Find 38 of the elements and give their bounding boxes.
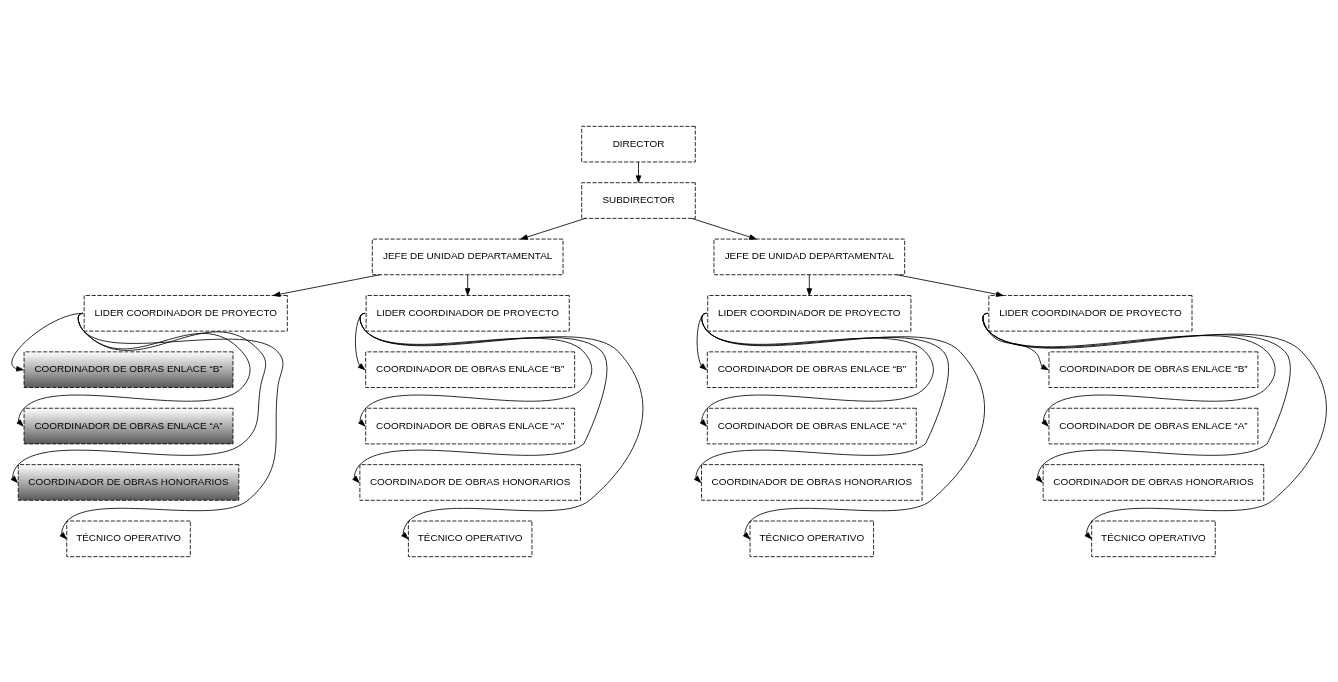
node-box: COORDINADOR DE OBRAS ENLACE “B” xyxy=(365,350,576,388)
arrow xyxy=(982,312,1327,539)
arrow xyxy=(59,312,284,539)
node-box: COORDINADOR DE OBRAS ENLACE “A” xyxy=(1048,407,1259,444)
node-box: COORDINADOR DE OBRAS ENLACE “A” xyxy=(706,407,917,444)
node-box: TÉCNICO OPERATIVO xyxy=(1091,520,1216,557)
node-box: LIDER COORDINADOR DE PROYECTO xyxy=(707,294,912,332)
node-box: COORDINADOR DE OBRAS HONORARIOS xyxy=(701,463,923,501)
node-box: TÉCNICO OPERATIVO xyxy=(749,520,874,557)
node-box: COORDINADOR DE OBRAS ENLACE “B” xyxy=(706,350,917,388)
arrow xyxy=(701,312,985,539)
arrow xyxy=(359,312,644,539)
node-box: COORDINADOR DE OBRAS HONORARIOS xyxy=(17,463,240,501)
arrow xyxy=(691,217,757,240)
arrow xyxy=(520,217,586,240)
arrow xyxy=(10,312,266,483)
node-box: COORDINADOR DE OBRAS ENLACE “B” xyxy=(23,350,234,388)
arrow xyxy=(635,161,642,183)
arrow xyxy=(806,273,813,296)
arrow xyxy=(896,273,1004,297)
arrow xyxy=(272,273,381,297)
node-box: LIDER COORDINADOR DE PROYECTO xyxy=(365,294,570,332)
node-box: COORDINADOR DE OBRAS HONORARIOS xyxy=(359,463,581,501)
node-box: TÉCNICO OPERATIVO xyxy=(407,520,533,557)
node-box: JEFE DE UNIDAD DEPARTAMENTAL xyxy=(371,238,564,275)
node-box: COORDINADOR DE OBRAS HONORARIOS xyxy=(1042,463,1265,501)
node-box: COORDINADOR DE OBRAS ENLACE “A” xyxy=(23,407,234,444)
node-box: LIDER COORDINADOR DE PROYECTO xyxy=(988,294,1193,332)
node-box: JEFE DE UNIDAD DEPARTAMENTAL xyxy=(713,238,906,275)
node-box: TÉCNICO OPERATIVO xyxy=(66,520,191,557)
node-box: LIDER COORDINADOR DE PROYECTO xyxy=(83,294,288,332)
node-box: COORDINADOR DE OBRAS ENLACE “B” xyxy=(1048,350,1259,388)
arrow xyxy=(464,273,471,296)
node-box: SUBDIRECTOR xyxy=(581,181,696,219)
arrow xyxy=(693,312,949,483)
arrow xyxy=(696,312,707,370)
node-box: DIRECTOR xyxy=(581,125,696,162)
node-box: COORDINADOR DE OBRAS ENLACE “A” xyxy=(365,407,576,444)
